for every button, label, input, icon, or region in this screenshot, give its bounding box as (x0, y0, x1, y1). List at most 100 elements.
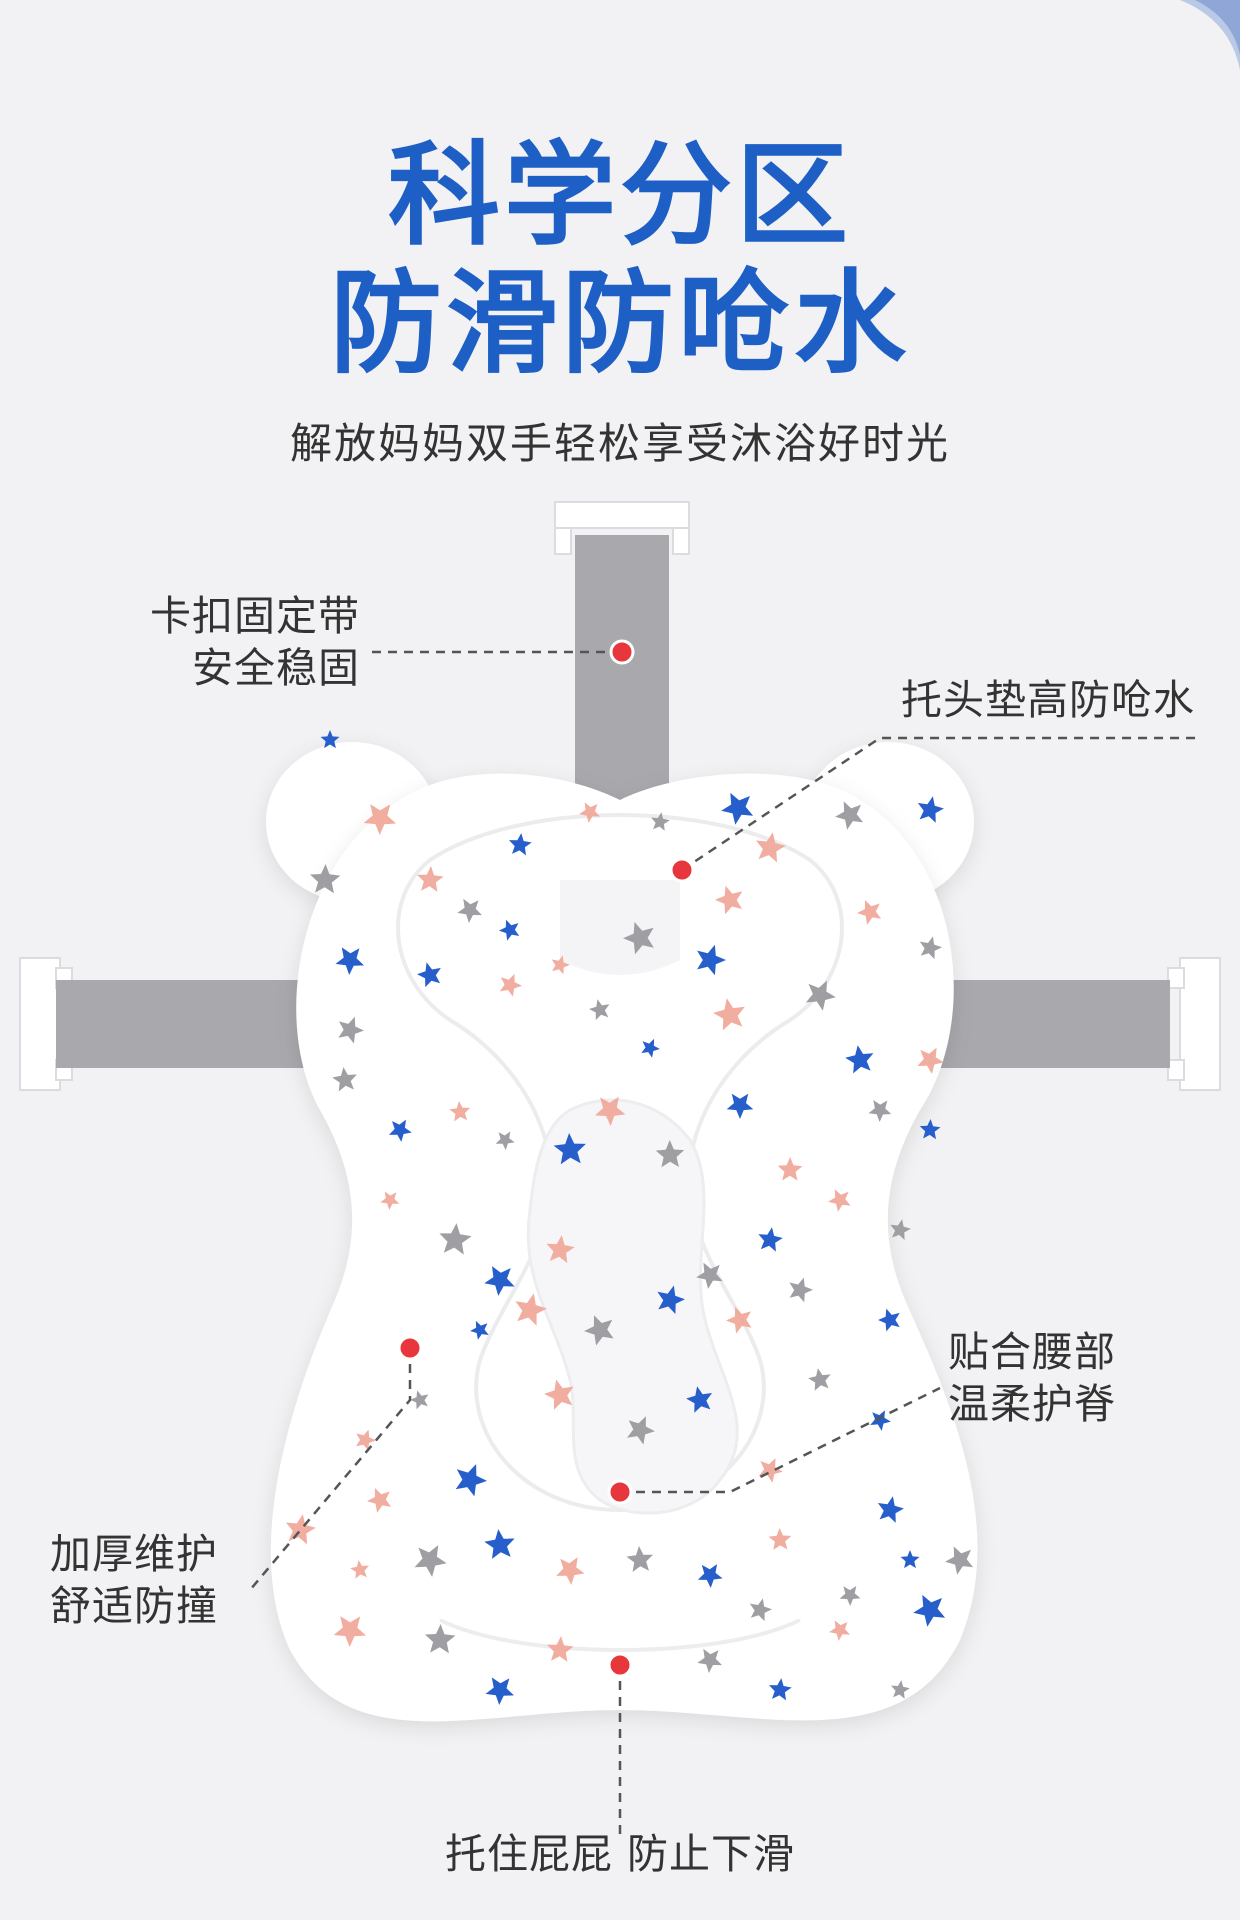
marker-dot-icon (607, 1479, 633, 1505)
star-icon (651, 812, 670, 831)
star-icon (829, 1620, 850, 1641)
star-icon (769, 1678, 792, 1701)
star-icon (696, 1262, 723, 1289)
callout-head: 托头垫高防呛水 (850, 674, 1195, 726)
star-icon (389, 1119, 412, 1142)
star-icon (758, 1458, 783, 1483)
star-icon (868, 1100, 892, 1122)
star-icon (715, 885, 743, 915)
callout-waist: 贴合腰部 温柔护脊 (948, 1326, 1198, 1430)
subtitle: 解放妈妈双手轻松享受沐浴好时光 (289, 419, 950, 468)
star-icon (414, 1545, 447, 1577)
star-icon (495, 1131, 515, 1150)
star-icon (917, 1047, 944, 1074)
callout-bottom-line1: 托住屁屁 防止下滑 (444, 1830, 796, 1878)
callout-buckle: 卡扣固定带 安全稳固 (110, 590, 360, 694)
star-icon (828, 1189, 851, 1212)
star-icon (845, 1045, 874, 1074)
star-icon (913, 1594, 946, 1627)
star-icon (697, 1564, 723, 1588)
star-icon (320, 730, 340, 749)
title-line-1: 科学分区 (388, 131, 852, 261)
star-icon (878, 1308, 900, 1332)
star-icon (877, 1496, 904, 1523)
star-icon (900, 1550, 920, 1569)
star-icon (697, 944, 726, 976)
star-icon (758, 1227, 783, 1252)
star-icon (335, 947, 364, 975)
star-pattern (285, 730, 974, 1705)
star-icon (749, 1598, 772, 1622)
star-icon (485, 1677, 514, 1705)
star-icon (410, 1390, 429, 1410)
star-icon (805, 980, 836, 1011)
top-strap (554, 501, 690, 825)
marker-dot-icon (609, 639, 635, 665)
marker-dot-icon (669, 857, 695, 883)
star-icon (363, 804, 397, 835)
star-icon (777, 1157, 803, 1181)
leader-waist (620, 1386, 941, 1494)
leader-lines (249, 650, 1196, 1840)
callout-waist-line2: 温柔护脊 (948, 1380, 1116, 1428)
star-icon (726, 1306, 752, 1334)
marker-dot-icon (397, 1335, 423, 1361)
star-icon (579, 802, 600, 823)
star-icon (544, 1379, 574, 1410)
star-icon (808, 1368, 831, 1391)
star-icon (655, 1140, 685, 1168)
leader-edge (249, 1348, 412, 1591)
star-icon (919, 936, 942, 960)
head-pillow (396, 813, 844, 1513)
callout-waist-line1: 贴合腰部 (948, 1328, 1116, 1376)
star-icon (595, 1096, 626, 1126)
star-icon (768, 1528, 792, 1550)
star-icon (484, 1529, 515, 1559)
title-line-2: 防滑防呛水 (330, 259, 910, 389)
star-icon (641, 1038, 660, 1058)
star-icon (484, 1266, 515, 1296)
star-icon (553, 1133, 586, 1165)
star-icon (546, 1235, 575, 1264)
star-icon (713, 998, 745, 1031)
star-icon (356, 1429, 376, 1451)
star-icon (627, 1416, 655, 1445)
star-icon (623, 921, 654, 955)
spine-support (526, 1098, 739, 1515)
star-icon (870, 1410, 891, 1431)
star-icon (499, 973, 522, 997)
star-icon (917, 796, 944, 823)
seat-bump (439, 1618, 801, 1652)
star-icon (686, 1386, 713, 1413)
star-icon (515, 1293, 547, 1326)
star-icon (697, 1648, 722, 1673)
star-icon (547, 1636, 574, 1662)
star-icon (789, 1277, 813, 1303)
star-icon (584, 1315, 614, 1346)
star-icon (589, 999, 610, 1021)
star-icon (367, 1488, 392, 1513)
star-icon (755, 832, 786, 863)
callout-bottom: 托住屁屁 防止下滑 (0, 1828, 1240, 1880)
leader-head (681, 736, 1196, 872)
callout-buckle-line2: 安全稳固 (192, 644, 360, 692)
star-icon (470, 1320, 489, 1340)
corner-decoration (1180, 0, 1240, 70)
star-icon (457, 898, 482, 923)
star-icon (919, 1119, 941, 1140)
callout-buckle-line1: 卡扣固定带 (150, 592, 360, 640)
star-icon (726, 1093, 754, 1119)
star-icon (857, 900, 882, 925)
star-icon (499, 919, 520, 941)
star-icon (509, 833, 532, 856)
star-icon (890, 1219, 911, 1240)
star-icon (455, 1464, 487, 1497)
star-icon (417, 962, 441, 988)
callout-head-line1: 托头垫高防呛水 (901, 676, 1195, 724)
star-icon (721, 792, 754, 825)
star-icon (310, 864, 341, 894)
callout-edge-line2: 舒适防撞 (50, 1582, 218, 1630)
star-icon (439, 1223, 472, 1255)
star-icon (449, 1101, 471, 1122)
